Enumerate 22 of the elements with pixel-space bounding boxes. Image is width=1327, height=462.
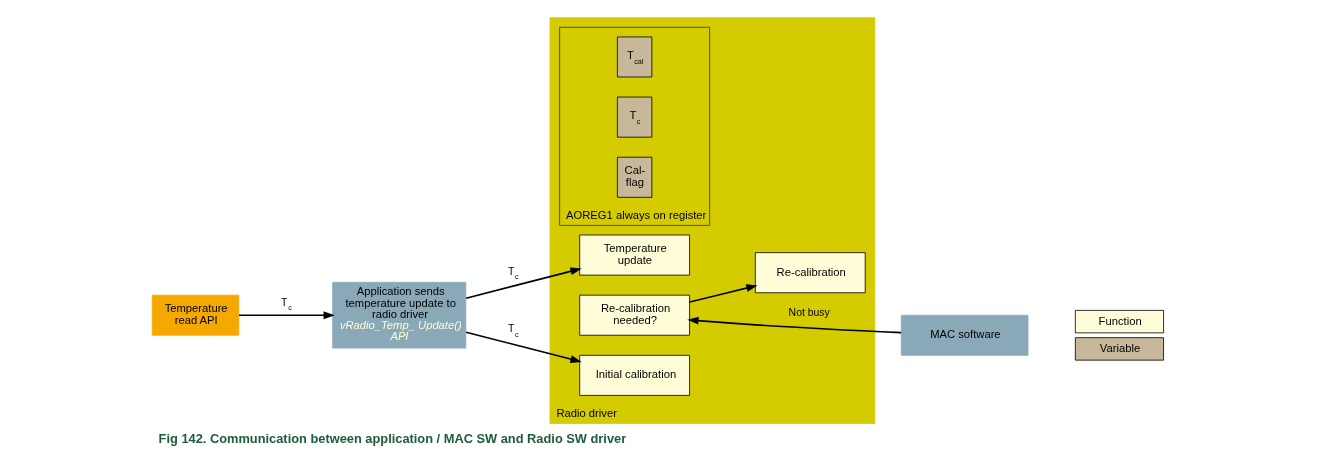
node-box: Temperature update [579,234,690,276]
edge-label: T$_{c}$ [507,265,519,282]
node-box: Application sends temperature update to radio driver vRadio_Temp_ Update() API [332,281,467,349]
arrow [689,284,758,303]
node-box: MAC software [900,314,1029,356]
node-box: Re-calibration needed? [579,294,690,336]
edge-label: Not busy [788,307,830,319]
caption: Fig 142. Communication between application / MAC SW and Radio SW driver [158,430,627,446]
arrow [238,311,335,320]
node-box: Re-calibration [754,252,866,294]
arrow [465,331,582,363]
legend-label: Function [1098,314,1142,327]
edge-label: T$_{c}$ [280,296,292,313]
node-box: Initial calibration [579,354,690,396]
arrow [687,316,902,334]
node-box: Temperature read API [151,294,240,336]
node-box: T$_{c}$ [617,96,653,138]
node-box: T$_{cal}$ [617,36,653,78]
edge-label: T$_{c}$ [507,323,519,339]
legend-label: Variable [1099,341,1141,354]
arrow [465,267,582,300]
node-box: Cal- flag [617,156,653,198]
